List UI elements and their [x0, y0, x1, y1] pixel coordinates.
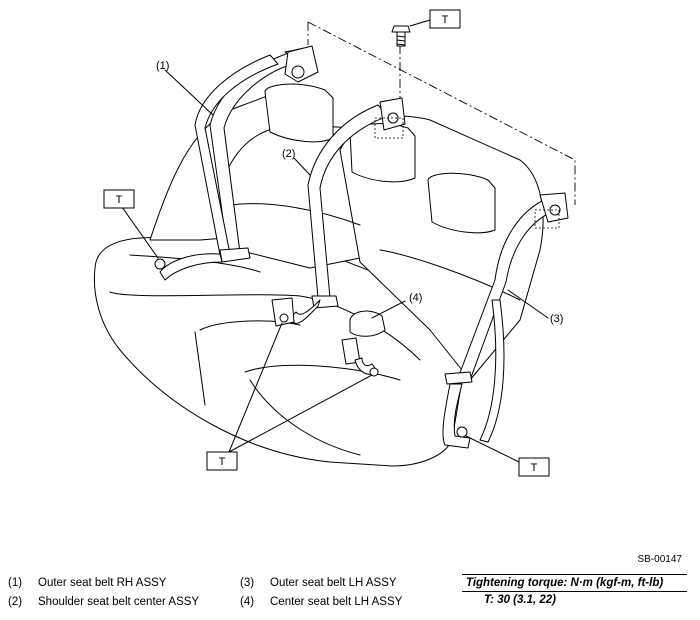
torque-spec-box: Tightening torque: N·m (kgf-m, ft-lb) T:…	[462, 574, 687, 606]
leader-lines	[121, 19, 549, 463]
torque-marker: T	[518, 457, 550, 477]
svg-text:T: T	[442, 14, 449, 26]
seat-belt-diagram: (1) (2) (3) (4) T T T T	[93, 9, 576, 477]
legend-left: (1)Outer seat belt RH ASSY (2)Shoulder s…	[8, 574, 199, 612]
seat-belt-1-outer-rh	[154, 45, 319, 281]
svg-text:T: T	[531, 462, 538, 474]
bolt-icon	[391, 25, 411, 47]
torque-spec-title: Tightening torque: N·m (kgf-m, ft-lb)	[462, 574, 687, 592]
legend-item: (4)Center seat belt LH ASSY	[240, 596, 403, 608]
legend-right: (3)Outer seat belt LH ASSY (4)Center sea…	[240, 574, 402, 612]
svg-text:T: T	[116, 194, 123, 206]
callout-3: (3)	[550, 313, 563, 325]
torque-markers: T T T T	[103, 9, 550, 477]
callout-2: (2)	[282, 148, 295, 160]
callout-1: (1)	[156, 60, 169, 72]
callouts: (1) (2) (3) (4)	[156, 60, 563, 325]
torque-marker: T	[103, 189, 135, 209]
installation-reference-lines	[307, 21, 576, 205]
seat-belt-4-center-lh	[341, 310, 386, 377]
drawing-id: SB-00147	[637, 554, 682, 565]
legend-item: (3)Outer seat belt LH ASSY	[240, 577, 397, 589]
torque-marker: T	[206, 451, 238, 471]
rear-seat-cushion	[93, 231, 469, 467]
torque-marker: T	[429, 9, 461, 29]
svg-text:T: T	[219, 456, 226, 468]
legend-item: (2)Shoulder seat belt center ASSY	[8, 596, 200, 608]
seat-belt-2-shoulder-center	[271, 97, 406, 327]
legend-item: (1)Outer seat belt RH ASSY	[8, 577, 167, 589]
callout-4: (4)	[409, 292, 422, 304]
torque-spec-value: T: 30 (3.1, 22)	[484, 594, 557, 606]
